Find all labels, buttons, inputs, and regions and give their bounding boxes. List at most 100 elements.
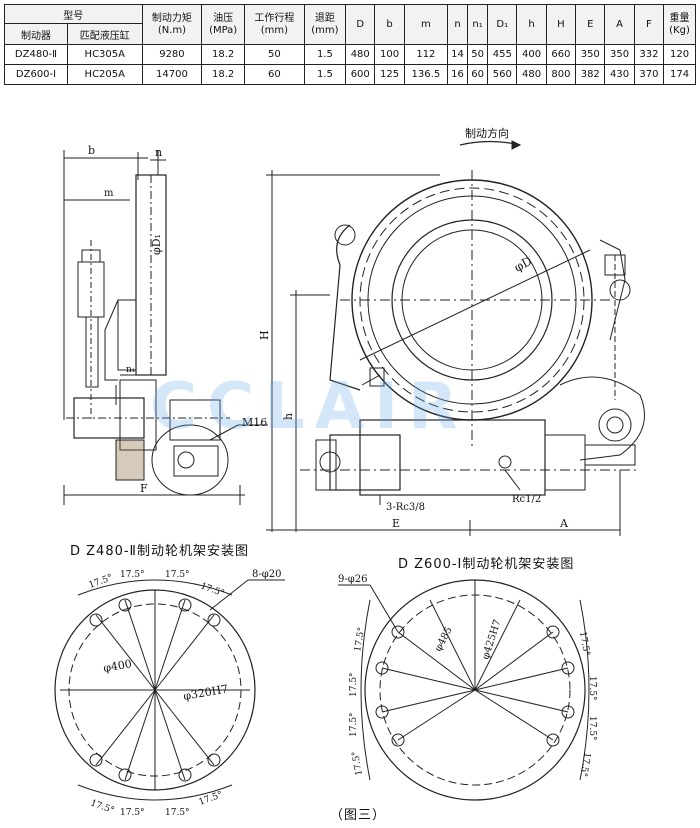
cell-stroke: 50 — [243, 44, 305, 65]
cell-D: 600 — [345, 64, 376, 85]
cell-stroke: 60 — [243, 64, 305, 85]
th-torque: 制动力矩(N.m) — [141, 4, 203, 45]
table-row: DZ600-Ⅰ HC205A 14700 18.2 60 1.5 600 125… — [3, 64, 696, 85]
th-model: 型号 — [4, 4, 143, 24]
cell-F: 332 — [633, 44, 665, 65]
cell-brake: DZ480-Ⅱ — [3, 44, 69, 65]
caption-right: D Z600-Ⅰ制动轮机架安装图 — [398, 557, 575, 572]
direction-label: 制动方向 — [465, 126, 509, 140]
cell-n1: 60 — [467, 64, 489, 85]
cell-H: 800 — [545, 64, 577, 85]
th-retreat: 退距(mm) — [303, 4, 347, 45]
left-angle: 17.5° — [89, 798, 115, 816]
th-cylinder: 匹配液压缸 — [67, 23, 143, 45]
dim-E: E — [392, 517, 400, 530]
label-rc12: Rc1/2 — [512, 494, 541, 505]
cell-D: 480 — [345, 44, 376, 65]
left-angle: 17.5° — [165, 808, 190, 818]
left-angle: 17.5° — [88, 573, 114, 591]
right-bolt-circle — [338, 579, 590, 801]
left-outer: φ400 — [102, 657, 133, 675]
cell-A: 350 — [604, 44, 635, 65]
dim-H: H — [258, 330, 271, 340]
table-row: DZ480-Ⅱ HC305A 9280 18.2 50 1.5 480 100 … — [3, 44, 696, 65]
left-bolt: φ320H7 — [182, 682, 229, 703]
right-outer: φ485 — [433, 625, 455, 653]
cell-m: 112 — [403, 44, 449, 65]
left-holes: 8-φ20 — [252, 569, 281, 580]
cell-E: 350 — [575, 44, 606, 65]
side-view — [63, 150, 245, 505]
th-pressure: 油压(MPa) — [201, 4, 245, 45]
cell-H: 660 — [545, 44, 577, 65]
th-A: A — [604, 4, 635, 45]
cell-h: 400 — [516, 44, 547, 65]
th-brake: 制动器 — [3, 23, 69, 45]
cell-A: 430 — [604, 64, 635, 85]
left-bolt-circle — [54, 579, 285, 801]
cell-b: 125 — [374, 64, 405, 85]
cell-pressure: 18.2 — [201, 64, 245, 85]
th-F: F — [633, 4, 665, 45]
cell-retreat: 1.5 — [303, 64, 347, 85]
watermark: CCLAIR — [150, 370, 468, 444]
left-angle: 17.5° — [165, 570, 190, 580]
th-m: m — [403, 4, 449, 45]
dim-F: F — [140, 482, 148, 495]
cell-torque: 14700 — [141, 64, 203, 85]
cell-n1: 50 — [467, 44, 489, 65]
right-holes: 9-φ26 — [338, 574, 367, 585]
right-angle: 17.5° — [353, 627, 367, 653]
cell-b: 100 — [374, 44, 405, 65]
dim-h: h — [282, 413, 295, 420]
cell-n: 14 — [447, 44, 469, 65]
caption-left: D Z480-Ⅱ制动轮机架安装图 — [70, 544, 249, 559]
left-angle: 17.5° — [120, 808, 145, 818]
cell-n: 16 — [447, 64, 469, 85]
dim-A: A — [559, 517, 569, 530]
th-n: n — [447, 4, 469, 45]
dim-n: n — [155, 146, 162, 159]
right-angle: 17.5° — [587, 676, 597, 701]
th-H: H — [545, 4, 577, 45]
right-angle: 17.5° — [349, 672, 359, 697]
th-E: E — [575, 4, 606, 45]
cell-torque: 9280 — [141, 44, 203, 65]
left-angle: 17.5° — [120, 570, 145, 580]
label-m16: M16 — [242, 416, 267, 429]
th-D1: D₁ — [487, 4, 518, 45]
th-stroke: 工作行程(mm) — [243, 4, 305, 45]
dim-n1: n₁ — [126, 365, 135, 375]
left-angle: 17.5° — [199, 581, 225, 599]
th-D: D — [345, 4, 376, 45]
cell-cylinder: HC305A — [67, 44, 143, 65]
dim-phiD1: φD₁ — [150, 234, 163, 255]
th-h: h — [516, 4, 547, 45]
cell-E: 382 — [575, 64, 606, 85]
cell-h: 480 — [516, 64, 547, 85]
right-angle: 17.5° — [578, 751, 592, 777]
front-view — [266, 140, 645, 536]
spec-table: 型号 制动力矩(N.m) 油压(MPa) 工作行程(mm) 退距(mm) D b… — [3, 4, 696, 85]
dim-b: b — [88, 144, 95, 157]
cell-weight: 120 — [663, 44, 696, 65]
left-angle: 17.5° — [198, 790, 224, 808]
th-b: b — [374, 4, 405, 45]
dim-m: m — [104, 188, 114, 199]
cell-D1: 455 — [487, 44, 518, 65]
cell-retreat: 1.5 — [303, 44, 347, 65]
cell-F: 370 — [633, 64, 665, 85]
right-angle: 17.5° — [577, 631, 591, 657]
dimension-labels: b n m φD₁ n₁ F M16 H h φD 制动方向 3-Rc3/8 R… — [88, 126, 569, 530]
cell-pressure: 18.2 — [201, 44, 245, 65]
cell-cylinder: HC205A — [67, 64, 143, 85]
th-n1: n₁ — [467, 4, 489, 45]
cell-brake: DZ600-Ⅰ — [3, 64, 69, 85]
label-rc38: 3-Rc3/8 — [386, 502, 425, 513]
cell-m: 136.5 — [403, 64, 449, 85]
figure-label: （图三） — [330, 808, 387, 823]
cell-weight: 174 — [663, 64, 696, 85]
right-angle: 17.5° — [587, 716, 597, 741]
technical-drawing: b n m φD₁ n₁ F M16 H h φD 制动方向 3-Rc3/8 R… — [54, 126, 645, 818]
th-weight: 重量(Kg) — [663, 4, 696, 45]
